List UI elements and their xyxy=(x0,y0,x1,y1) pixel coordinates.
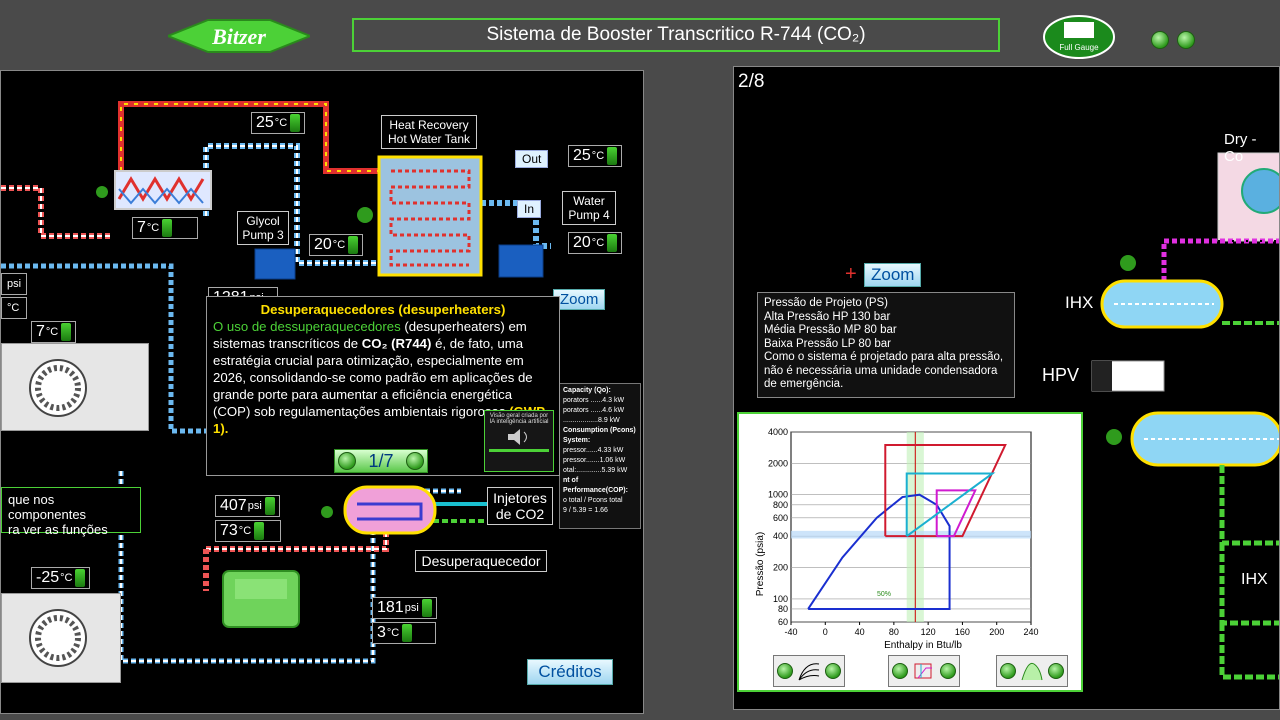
chart-next-2[interactable] xyxy=(940,663,956,679)
water-pump-4[interactable] xyxy=(498,244,544,278)
temp-display-cut: °C xyxy=(1,297,27,319)
chart-prev-1[interactable] xyxy=(777,663,793,679)
full-gauge-text: Full Gauge xyxy=(1059,43,1099,52)
prev-page-button[interactable] xyxy=(338,452,356,470)
chart-series-4 xyxy=(905,472,996,537)
chart-band-horizontal xyxy=(791,530,1031,539)
popup-title: Desuperaquecedores (desuperheaters) xyxy=(260,302,506,317)
chart-ytick-label: 4000 xyxy=(768,427,788,437)
chart-ytick-label: 200 xyxy=(773,563,788,573)
tank-label: Heat Recovery Hot Water Tank xyxy=(381,115,477,149)
desuperheater-label: Desuperaquecedor xyxy=(415,550,547,572)
chart-ytick-label: 1000 xyxy=(768,490,788,500)
chart-ytick-label: 400 xyxy=(773,531,788,541)
fan-icon xyxy=(29,609,87,667)
temp-display-top[interactable]: 25°C xyxy=(251,112,306,134)
chart-control-3[interactable] xyxy=(996,655,1068,687)
temp-display-mid[interactable]: 20°C xyxy=(309,234,364,256)
chart-ytick-label: 80 xyxy=(778,604,788,614)
dry-cooler-label: Dry - Co xyxy=(1224,131,1257,165)
next-page-button[interactable] xyxy=(406,452,424,470)
chart-series-1 xyxy=(807,493,951,610)
temp-display-low[interactable]: -25°C xyxy=(31,567,91,589)
chart-control-2[interactable] xyxy=(888,655,960,687)
water-pump-label: Water Pump 4 xyxy=(562,191,616,225)
hpv-label: HPV xyxy=(1042,365,1080,385)
fan-icon xyxy=(29,359,87,417)
temp-display-suction[interactable]: 3°C xyxy=(372,622,436,644)
chart-prev-3[interactable] xyxy=(1000,663,1016,679)
chart-ylabel: Pressão (psia) xyxy=(755,532,766,596)
chart-control-1[interactable] xyxy=(773,655,845,687)
info-popup: Desuperaquecedores (desuperheaters) O us… xyxy=(206,296,560,476)
ihx-label: IHX xyxy=(1065,293,1094,312)
chart-xtick-label: 160 xyxy=(955,627,970,637)
hint-box: que nos componentes ra ver as funções xyxy=(1,487,141,537)
dome-icon xyxy=(1021,662,1043,681)
chart-ytick-label: 60 xyxy=(778,617,788,627)
chart-series-3 xyxy=(935,489,977,538)
temp-display-pump4[interactable]: 20°C xyxy=(568,232,623,254)
ihx-vessel[interactable] xyxy=(1100,279,1224,329)
chart-xtick-label: 200 xyxy=(989,627,1004,637)
creditos-button[interactable]: Créditos xyxy=(527,659,613,685)
hot-water-tank[interactable] xyxy=(377,155,483,277)
zoom-button-left[interactable]: Zoom xyxy=(553,289,606,310)
evaporator-fan-1[interactable] xyxy=(1,343,149,431)
curves-icon xyxy=(798,663,820,681)
cycle-icon xyxy=(914,663,932,679)
chart-prev-2[interactable] xyxy=(892,663,908,679)
temp-display-discharge[interactable]: 73°C xyxy=(215,520,281,542)
temp-display-hx[interactable]: 7°C xyxy=(132,217,198,239)
chart-xtick-label: 0 xyxy=(823,627,828,637)
pressure-info-box: Pressão de Projeto (PS) Alta Pressão HP … xyxy=(757,292,1015,398)
in-label: In xyxy=(517,200,542,218)
bitzer-logo: Bitzer xyxy=(168,19,310,53)
chart-xtick-label: 80 xyxy=(889,627,899,637)
play-button[interactable] xyxy=(1151,31,1169,49)
desuperheater-vessel[interactable] xyxy=(343,485,437,535)
pressure-display-cut: psi xyxy=(1,273,27,295)
ihx-label-2: IHX xyxy=(1241,571,1268,588)
chart-ytick-label: 600 xyxy=(773,513,788,523)
chart-next-1[interactable] xyxy=(825,663,841,679)
evaporator-fan-2[interactable] xyxy=(1,593,121,683)
chart-ytick-label: 2000 xyxy=(768,458,788,468)
temp-display-out[interactable]: 25°C xyxy=(568,145,623,167)
chart-ytick-label: 100 xyxy=(773,594,788,604)
injetores-label: Injetores de CO2 xyxy=(487,487,553,525)
chart-next-3[interactable] xyxy=(1048,663,1064,679)
speaker-icon xyxy=(508,429,527,445)
popup-page-indicator: 1/7 xyxy=(368,450,394,471)
page-indicator: 2/8 xyxy=(738,71,765,92)
bitzer-logo-text: Bitzer xyxy=(211,24,266,49)
pause-button[interactable] xyxy=(1177,31,1195,49)
chart-xtick-label: 120 xyxy=(921,627,936,637)
zoom-button-right[interactable]: Zoom xyxy=(864,263,922,287)
popup-body: O uso de dessuperaquecedores (desuperhea… xyxy=(213,319,545,436)
glycol-pump-label: Glycol Pump 3 xyxy=(237,211,289,245)
temp-display-left[interactable]: 7°C xyxy=(31,321,77,343)
ai-overview-badge[interactable]: Visão geral criada por IA inteligência a… xyxy=(484,410,554,472)
chart-ytick-label: 800 xyxy=(773,500,788,510)
plus-icon: + xyxy=(845,263,857,285)
chart-annotation: 50% xyxy=(877,591,891,598)
out-label: Out xyxy=(515,150,549,168)
right-piping xyxy=(1091,152,1280,680)
receiver-vessel[interactable] xyxy=(1130,411,1280,467)
chart-xtick-label: 40 xyxy=(855,627,865,637)
full-gauge-logo: Full Gauge xyxy=(1043,15,1115,59)
piping-diagram xyxy=(1,101,551,664)
popup-pager: 1/7 xyxy=(334,449,428,473)
page-title: Sistema de Booster Transcritico R-744 (C… xyxy=(352,18,1000,52)
glycol-pump-3[interactable] xyxy=(254,248,296,280)
chart-xlabel: Enthalpy in Btu/lb xyxy=(884,640,962,651)
chart-xtick-label: 240 xyxy=(1023,627,1038,637)
chart-xtick-label: -40 xyxy=(784,627,797,637)
